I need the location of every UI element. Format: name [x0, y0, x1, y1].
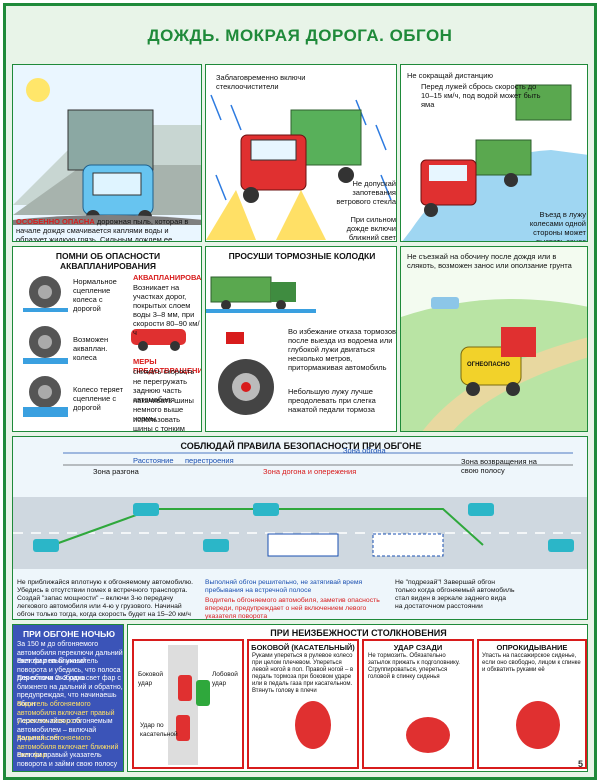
panel-brakes: ПРОСУШИ ТОРМОЗНЫЕ КОЛОДКИ Во избежание о…	[205, 246, 397, 432]
skid-text: Въезд в лужу колесами одной стороны може…	[529, 210, 586, 242]
zone-pass: Зона догона и опережения	[263, 467, 357, 476]
truck-headlights-illustration	[206, 65, 396, 241]
overtake-caption-1: Не приближайся вплотную к обгоняемому ав…	[17, 579, 193, 618]
truck-rain-illustration	[13, 65, 201, 241]
dirt-warning-emph: ОСОБЕННО ОПАСНА	[16, 217, 95, 226]
night-step-4: Водитель обгоняемого автомобиля включает…	[17, 701, 115, 725]
distance-label-r: перестроения	[185, 456, 234, 465]
collision-header: ПРИ НЕИЗБЕЖНОСТИ СТОЛКНОВЕНИЯ	[270, 628, 447, 638]
night-step-2: Включи левый указатель поворота и убедис…	[17, 658, 121, 682]
night-header: ПРИ ОБГОНЕ НОЧЬЮ	[22, 629, 116, 639]
night-step-6: Водитель обгоняемого автомобиля включает…	[17, 735, 119, 759]
tanker-ditch-illustration	[401, 247, 587, 431]
overtake-caption-2: Выполняй обгон решительно, не затягивай …	[205, 579, 363, 594]
wheel-lost: Колесо теряет сцепление с дорогой	[73, 385, 124, 412]
panel-aquaplaning: ПОМНИ ОБ ОПАСНОСТИ АКВАПЛАНИРОВАНИЯ Норм…	[12, 246, 202, 432]
aqua-def-text: Возникает на участках дорог, покрытых сл…	[133, 283, 200, 337]
prevention-4: использовать шины с тонким рисунком прот…	[133, 415, 185, 432]
frontal-impact-label: Лобовой удар	[212, 671, 238, 687]
brakes-header: ПРОСУШИ ТОРМОЗНЫЕ КОЛОДКИ	[228, 251, 376, 261]
night-step-3: Переключи 2–3 раза свет фар с ближнего н…	[17, 675, 123, 708]
lowbeam-text: При сильном дожде включи ближний свет	[346, 215, 396, 242]
panel-puddle: Не сокращай дистанцию Перед лужей сбрось…	[400, 64, 588, 242]
trucks-puddle-illustration	[401, 65, 587, 241]
side-impact-label: Боковой удар	[138, 671, 164, 687]
brakes-illustration	[206, 276, 316, 415]
fog-text: Не допускай запотевания ветрового стекла	[336, 179, 396, 206]
brakes-text-2: Небольшую лужу лучше преодолевать при сл…	[288, 387, 376, 414]
overtake-caption-3: Не "подрезай"! Завершай обгон только ког…	[395, 579, 515, 610]
speed-text: Перед лужей сбрось скорость до 10–15 км/…	[421, 82, 541, 109]
poster-title: ДОЖДЬ. МОКРАЯ ДОРОГА. ОБГОН	[147, 26, 453, 45]
shoulder-text: Не съезжай на обочину после дождя или в …	[407, 252, 572, 270]
overtake-caption-2b: Водитель обгоняемого автомобиля, заметив…	[205, 597, 380, 620]
panel-collision: ПРИ НЕИЗБЕЖНОСТИ СТОЛКНОВЕНИЯ Боковой уд…	[127, 624, 588, 772]
panel-night: ПРИ ОБГОНЕ НОЧЬЮ За 150 м до обгоняемого…	[12, 624, 124, 772]
rear-impact-text: Не тормозить. Обязательно затылок прижат…	[368, 653, 460, 680]
side-collision-text: Руками упереться в рулевое колесо при це…	[252, 653, 354, 694]
overtaking-diagram	[13, 452, 587, 569]
rear-impact-header: УДАР СЗАДИ	[393, 643, 443, 652]
dirt-warning-text: ОСОБЕННО ОПАСНА дорожная пыль, которая в…	[16, 217, 201, 242]
collision-illustrations	[132, 639, 587, 769]
glancing-impact-label: Удар по касательной	[140, 722, 178, 738]
side-collision-header: БОКОВОЙ (КАСАТЕЛЬНЫЙ)	[251, 643, 355, 652]
wheels-illustration	[23, 276, 186, 417]
prevention-1: снижать скорость	[133, 367, 195, 376]
wipers-text: Заблаговременно включи стеклоочистители	[216, 73, 306, 91]
night-step-1: За 150 м до обгоняемого автомобиля перек…	[17, 641, 123, 665]
wheel-partial: Возможен акваплан. колеса	[73, 335, 109, 362]
aqua-def-header: АКВАПЛАНИРОВАНИЕ	[133, 273, 202, 282]
distance-label-l: Расстояние	[133, 456, 174, 465]
panel-dirt-road: ОСОБЕННО ОПАСНА дорожная пыль, которая в…	[12, 64, 202, 242]
tanker-sign: ОГНЕОПАСНО	[467, 362, 510, 368]
rollover-header: ОПРОКИДЫВАНИЕ	[496, 643, 568, 652]
prevention-3: накачивать шины немного выше нормы	[133, 396, 194, 423]
distance-text: Не сокращай дистанцию	[407, 71, 494, 80]
panel-overtaking: СОБЛЮДАЙ ПРАВИЛА БЕЗОПАСНОСТИ ПРИ ОБГОНЕ…	[12, 436, 588, 620]
brakes-text-1: Во избежание отказа тормозов после выезд…	[288, 327, 396, 372]
zone-overtake-label: Зона обгона	[343, 446, 386, 455]
prevention-header: МЕРЫ ПРЕДОТВРАЩЕНИЯ	[133, 357, 202, 375]
panel-wipers: Заблаговременно включи стеклоочистители …	[205, 64, 397, 242]
night-step-5: Переключайся с обгоняемым автомобилем – …	[17, 718, 113, 742]
wheel-normal: Нормальное сцепление колеса с дорогой	[73, 277, 117, 313]
dirt-warning-body: дорожная пыль, которая в начале дождя см…	[16, 217, 189, 242]
panel-shoulder: Не съезжай на обочину после дождя или в …	[400, 246, 588, 432]
page-number: 5	[577, 759, 583, 769]
overtaking-header: СОБЛЮДАЙ ПРАВИЛА БЕЗОПАСНОСТИ ПРИ ОБГОНЕ	[180, 441, 422, 451]
prevention-2: не перегружать заднюю часть автомобиля	[133, 377, 187, 404]
zone-return: Зона возвращения на свою полосу	[461, 457, 537, 475]
aquaplaning-header: ПОМНИ ОБ ОПАСНОСТИ АКВАПЛАНИРОВАНИЯ	[55, 251, 161, 271]
night-step-7: Включи правый указатель поворота и займи…	[17, 752, 118, 768]
rollover-text: Упасть на пассажирское сиденье, если оно…	[482, 653, 581, 673]
zone-accel: Зона разгона	[93, 467, 139, 476]
